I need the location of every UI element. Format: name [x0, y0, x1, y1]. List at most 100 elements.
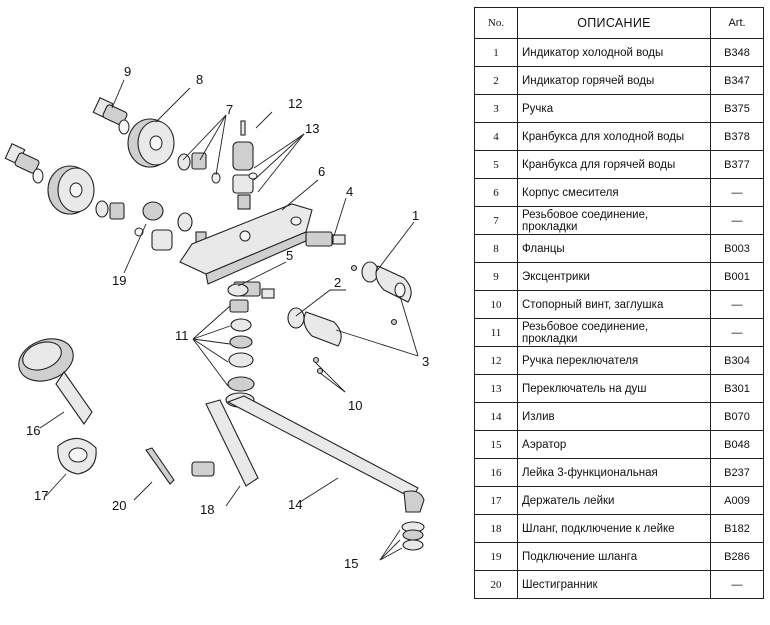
flange-lower — [47, 165, 95, 215]
eccentric-lower — [4, 143, 44, 184]
row-description: Подключение шланга — [517, 542, 711, 571]
row-art: B301 — [710, 374, 764, 403]
row-description: Лейка 3-функциональная — [517, 458, 711, 487]
cartridge-cold — [305, 231, 346, 247]
row-art: — — [710, 178, 764, 207]
spout — [225, 392, 425, 513]
row-number: 4 — [474, 122, 518, 151]
row-description: Эксцентрики — [517, 262, 711, 291]
row-description: Излив — [517, 402, 711, 431]
callout-2: 2 — [334, 275, 341, 290]
row-description: Кранбукса для горячей воды — [517, 150, 711, 179]
callout-9: 9 — [124, 64, 131, 79]
header-no: No. — [474, 7, 518, 39]
row-art: — — [710, 570, 764, 599]
row-number: 10 — [474, 290, 518, 319]
callout-5: 5 — [286, 248, 293, 263]
row-description: Индикатор холодной воды — [517, 38, 711, 67]
callout-18: 18 — [200, 502, 214, 517]
row-description: Индикатор горячей воды — [517, 66, 711, 95]
row-description: Ручка переключателя — [517, 346, 711, 375]
row-number: 9 — [474, 262, 518, 291]
header-description: ОПИСАНИЕ — [517, 7, 711, 39]
row-description: Аэратор — [517, 430, 711, 459]
callout-15: 15 — [344, 556, 358, 571]
locking-screw — [350, 264, 358, 272]
callout-10: 10 — [348, 398, 362, 413]
row-number: 5 — [474, 150, 518, 179]
leader-lines — [39, 79, 419, 561]
row-art: A009 — [710, 486, 764, 515]
callout-20: 20 — [112, 498, 126, 513]
row-art: B182 — [710, 514, 764, 543]
flange-upper — [127, 118, 175, 168]
callout-11: 11 — [175, 328, 189, 343]
table-header-row: No. ОПИСАНИЕ Art. — [474, 7, 764, 39]
row-art: B048 — [710, 430, 764, 459]
row-art: B348 — [710, 38, 764, 67]
row-description: Переключатель на душ — [517, 374, 711, 403]
callout-4: 4 — [346, 184, 353, 199]
row-number: 11 — [474, 318, 518, 347]
row-art: — — [710, 290, 764, 319]
row-art: B304 — [710, 346, 764, 375]
row-description: Шланг, подключение к лейке — [517, 514, 711, 543]
connection-stack — [227, 283, 255, 392]
handle-cold — [375, 265, 412, 326]
row-number: 2 — [474, 66, 518, 95]
row-number: 19 — [474, 542, 518, 571]
callout-3: 3 — [422, 354, 429, 369]
aerator — [401, 521, 425, 551]
row-description: Ручка — [517, 94, 711, 123]
row-description: Кранбукса для холодной воды — [517, 122, 711, 151]
row-art: B286 — [710, 542, 764, 571]
row-number: 13 — [474, 374, 518, 403]
row-number: 16 — [474, 458, 518, 487]
hose-connection — [134, 201, 207, 251]
callout-14: 14 — [288, 497, 302, 512]
threaded-connection-upper — [177, 152, 221, 184]
row-number: 15 — [474, 430, 518, 459]
callout-7: 7 — [226, 102, 233, 117]
callout-6: 6 — [318, 164, 325, 179]
callout-17: 17 — [34, 488, 48, 503]
mixer-body — [179, 203, 313, 285]
row-number: 14 — [474, 402, 518, 431]
callout-1: 1 — [412, 208, 419, 223]
row-description: Корпус смесителя — [517, 178, 711, 207]
exploded-view-diagram: 1 2 3 4 5 6 7 8 9 10 11 12 13 14 15 16 1… — [4, 64, 429, 571]
row-number: 18 — [474, 514, 518, 543]
row-description: Резьбовое соединение, прокладки — [517, 206, 711, 235]
hot-indicator — [287, 307, 305, 329]
row-art: — — [710, 318, 764, 347]
callout-16: 16 — [26, 423, 40, 438]
row-art: B347 — [710, 66, 764, 95]
callout-12: 12 — [288, 96, 302, 111]
eccentric-upper — [92, 97, 130, 135]
row-number: 3 — [474, 94, 518, 123]
hex-key — [145, 447, 175, 485]
handle-hot — [303, 311, 342, 375]
shower-hose — [191, 399, 259, 487]
callout-13: 13 — [305, 121, 319, 136]
header-art: Art. — [710, 7, 764, 39]
row-description: Фланцы — [517, 234, 711, 263]
row-art: B375 — [710, 94, 764, 123]
row-number: 7 — [474, 206, 518, 235]
